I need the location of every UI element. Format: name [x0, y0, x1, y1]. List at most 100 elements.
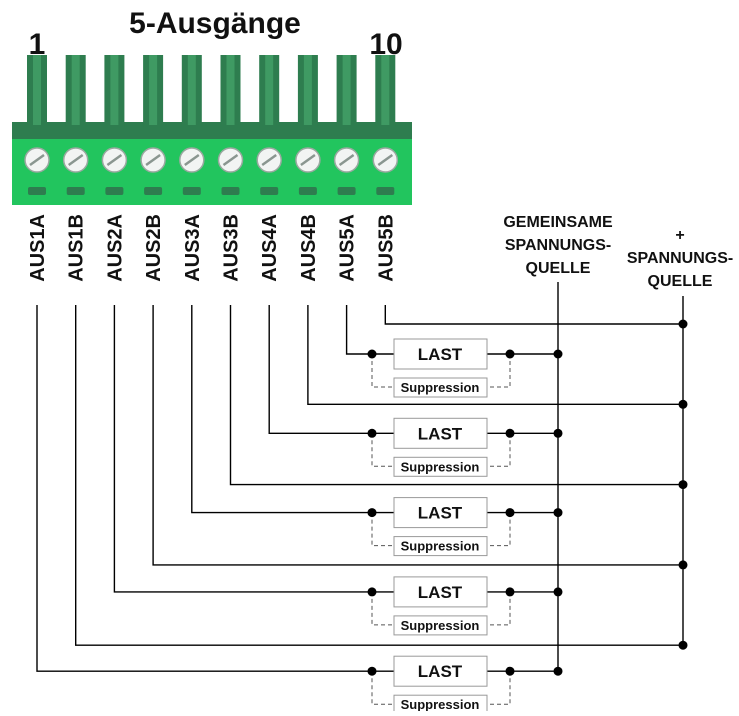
connector-prong-highlight	[265, 55, 274, 125]
junction-dot	[367, 666, 377, 676]
junction-dot	[505, 428, 515, 438]
terminal-slot	[260, 187, 279, 195]
suppression-box	[393, 377, 488, 398]
junction-dot	[367, 428, 377, 438]
connector-prong-highlight	[303, 55, 312, 125]
wire-a	[113, 305, 394, 593]
terminal-block	[12, 55, 412, 205]
junction-dot	[678, 640, 688, 650]
suppression-wire	[371, 433, 393, 467]
terminal-slot	[337, 187, 356, 195]
terminal-label-aus1b: AUS1B	[66, 214, 88, 282]
plus-source-label: + SPANNUNGS- QUELLE	[627, 227, 733, 290]
junction-dot	[553, 428, 563, 438]
suppression-wire	[488, 512, 511, 547]
connector-prong-highlight	[381, 55, 390, 125]
terminal-slot	[221, 187, 240, 195]
terminal-label-aus1a: AUS1A	[27, 214, 49, 282]
connector-prong-highlight	[187, 55, 196, 125]
screw-slot-icon	[300, 153, 316, 167]
suppression-label: Suppression	[401, 539, 480, 554]
terminal-slot	[182, 187, 201, 195]
common-source-label: GEMEINSAME SPANNUNGS- QUELLE	[503, 214, 613, 277]
screw-slot-icon	[338, 153, 355, 167]
suppression-box	[393, 615, 488, 636]
connector-prong-highlight	[342, 55, 351, 125]
terminal-label-aus5b: AUS5B	[375, 214, 397, 282]
suppression-wire	[488, 671, 511, 705]
suppression-wire	[371, 354, 393, 388]
load-box	[393, 338, 488, 370]
load-label: LAST	[418, 504, 463, 523]
suppression-box	[393, 456, 488, 477]
junction-dot	[678, 560, 688, 570]
suppression-label: Suppression	[401, 380, 480, 395]
terminal-label-aus2a: AUS2A	[104, 214, 126, 282]
load-label: LAST	[418, 424, 463, 443]
junction-dot	[367, 349, 377, 359]
connector-prong-highlight	[71, 55, 80, 125]
suppression-wire	[371, 591, 393, 626]
junction-dot	[505, 349, 515, 359]
wire-a	[345, 305, 394, 355]
junction-dot	[678, 480, 688, 490]
terminal-label-aus2b: AUS2B	[143, 214, 165, 282]
load-label: LAST	[418, 345, 463, 364]
junction-dot	[678, 399, 688, 409]
load-box	[393, 576, 488, 608]
wire-b	[74, 305, 683, 646]
common-source-line3: QUELLE	[526, 260, 591, 277]
pin-number-first: 1	[29, 28, 46, 61]
screw-slot-icon	[106, 153, 123, 167]
junction-dot	[505, 508, 515, 518]
suppression-label: Suppression	[401, 459, 480, 474]
terminal-slot	[298, 187, 317, 195]
screw-slot-icon	[261, 153, 277, 167]
junction-dot	[553, 666, 563, 676]
screw-slot-icon	[67, 153, 84, 167]
terminal-slot	[28, 187, 46, 195]
screw-slot-icon	[377, 153, 394, 167]
load-box	[393, 417, 488, 449]
common-source-line1: GEMEINSAME	[503, 214, 613, 231]
junction-dot	[553, 508, 563, 518]
connector-prong-highlight	[110, 55, 119, 125]
plus-source-line3: QUELLE	[648, 273, 713, 290]
plus-source-line1: +	[675, 227, 684, 244]
suppression-label: Suppression	[401, 697, 480, 711]
terminal-slot	[376, 187, 395, 195]
connector-prong-highlight	[149, 55, 158, 125]
terminal-label-aus3a: AUS3A	[182, 214, 204, 282]
wire-a	[191, 305, 394, 514]
load-label: LAST	[418, 583, 463, 602]
junction-dot	[367, 508, 377, 518]
terminal-label-aus4a: AUS4A	[259, 214, 281, 282]
load-label: LAST	[418, 662, 463, 681]
load-box	[393, 497, 488, 529]
terminal-slot	[105, 187, 124, 195]
screw-slot-icon	[222, 153, 239, 167]
screw-slot-icon	[184, 153, 200, 167]
junction-dot	[367, 587, 377, 597]
junction-dot	[505, 587, 515, 597]
connector-prong-highlight	[226, 55, 235, 125]
diagram-title: 5-Ausgänge	[129, 7, 301, 40]
load-box	[393, 655, 488, 687]
suppression-label: Suppression	[401, 618, 480, 633]
suppression-wire	[488, 433, 511, 467]
connector-prong-highlight	[33, 55, 41, 125]
wire-a	[36, 305, 394, 672]
suppression-wire	[371, 512, 393, 547]
suppression-wire	[371, 671, 393, 705]
wire-b	[152, 305, 683, 566]
wire-b	[229, 305, 683, 486]
wire-b	[384, 305, 683, 325]
suppression-wire	[488, 591, 511, 626]
junction-dot	[553, 587, 563, 597]
suppression-wire	[488, 354, 511, 388]
terminal-slot	[144, 187, 163, 195]
wire-b	[307, 305, 683, 405]
screw-slot-icon	[29, 153, 45, 167]
